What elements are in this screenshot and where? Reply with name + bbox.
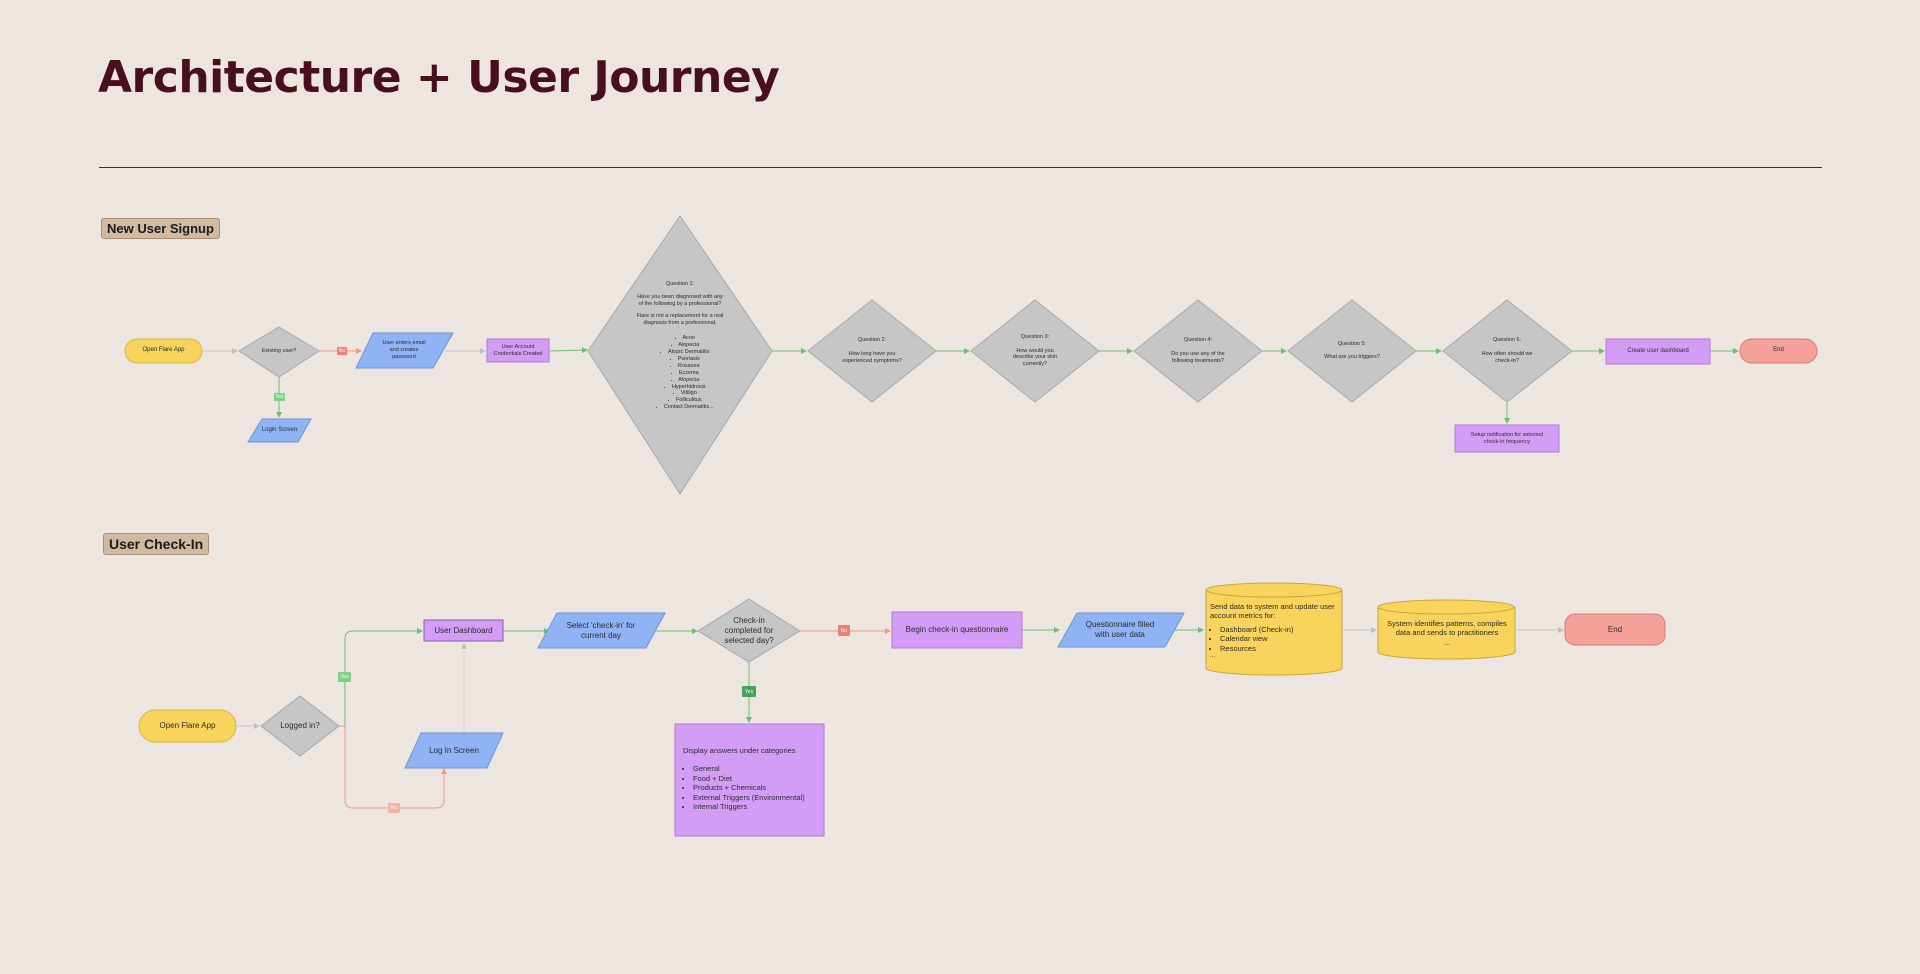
- signup-create-dashboard-process: [1605, 338, 1711, 365]
- display-answers-text: Display answers under categories: [683, 746, 796, 755]
- checkin-tag-yes-2: Yes: [742, 686, 756, 697]
- signup-q2-decision: [807, 299, 937, 403]
- send-data-more: ...: [1210, 652, 1216, 659]
- section-label-user-check-in: User Check-In: [103, 533, 210, 555]
- signup-existing-user-decision: [238, 326, 320, 378]
- checkin-begin-questionnaire-process: [891, 611, 1023, 649]
- checkin-tag-no: No: [388, 803, 400, 813]
- title-divider: [99, 167, 1822, 168]
- signup-login-screen-label[interactable]: Login Screen: [261, 426, 298, 433]
- checkin-select-label[interactable]: Select 'check-in' for current day: [566, 620, 636, 640]
- signup-open-app-label[interactable]: Open Flare App: [142, 347, 185, 354]
- display-answers-item: Food + Diet: [693, 774, 821, 783]
- checkin-logged-in-decision: [260, 695, 340, 757]
- checkin-display-answers-content[interactable]: Display answers under categories General…: [683, 746, 821, 811]
- send-data-item: Calendar view: [1220, 634, 1340, 643]
- signup-account-created-process: [486, 338, 550, 363]
- checkin-end-terminal: [1564, 613, 1666, 646]
- signup-q1-decision: [587, 215, 773, 495]
- checkin-user-dashboard-label[interactable]: User Dashboard: [434, 625, 493, 635]
- signup-q4-label[interactable]: Question 4: Do you use any of the follow…: [1171, 337, 1225, 364]
- q1-option: Contact Dermatitis...: [618, 404, 752, 411]
- checkin-completed-label[interactable]: Check-in completed for selected day?: [724, 616, 774, 645]
- edge-logged-no: [338, 725, 447, 809]
- display-answers-item: External Triggers (Environmental): [693, 793, 821, 802]
- display-answers-item: General: [693, 764, 821, 773]
- edge-account-to-q1: [549, 347, 588, 354]
- signup-end-label[interactable]: End: [1773, 347, 1784, 354]
- signup-end-terminal: [1739, 338, 1818, 364]
- signup-tag-no: No: [337, 347, 347, 355]
- signup-q2-label[interactable]: Question 2: How long have you experience…: [842, 337, 902, 364]
- q1-option: Eczema: [618, 370, 752, 377]
- q1-prompt: Have you been diagnosed with any of the …: [637, 293, 723, 307]
- checkin-select-io: [537, 612, 666, 649]
- checkin-login-screen-label[interactable]: Log In Screen: [429, 745, 479, 755]
- signup-setup-notification-label[interactable]: Setup notification for selected check-in…: [1470, 431, 1544, 445]
- page-title: Architecture + User Journey: [98, 52, 780, 103]
- signup-login-screen-io: [247, 418, 312, 443]
- signup-enter-email-label[interactable]: User enters email and creates password: [382, 340, 426, 360]
- checkin-user-dashboard-process: [423, 619, 504, 642]
- signup-enter-email-io: [355, 332, 454, 369]
- checkin-begin-questionnaire-label[interactable]: Begin check-in questionnaire: [905, 625, 1009, 634]
- send-data-list: Dashboard (Check-in) Calendar view Resou…: [1210, 625, 1340, 653]
- signup-q4-decision: [1133, 299, 1263, 403]
- checkin-completed-decision: [697, 598, 801, 663]
- checkin-send-data-content[interactable]: Send data to system and update user acco…: [1210, 602, 1340, 659]
- send-data-item: Resources: [1220, 644, 1340, 653]
- checkin-open-app-terminal: [138, 709, 237, 743]
- checkin-system-label[interactable]: System identifies patterns, compiles dat…: [1387, 618, 1507, 647]
- q1-title: Question 1:: [665, 281, 695, 287]
- display-answers-item: Products + Chemicals: [693, 783, 821, 792]
- checkin-questionnaire-filled-io: [1057, 612, 1185, 648]
- signup-existing-user-label[interactable]: Existing user?: [261, 347, 297, 354]
- checkin-send-data-database: [1205, 582, 1343, 676]
- signup-q3-label[interactable]: Question 3: How would you describe your …: [1012, 333, 1058, 368]
- q1-option: Alopecia: [618, 377, 752, 384]
- q1-note: Flare is not a replacement for a real di…: [636, 312, 724, 326]
- q1-option: Hyperhidrosis: [618, 384, 752, 391]
- edge-logged-yes: [338, 628, 423, 727]
- signup-q6-label[interactable]: Question 6: How often should we check-in…: [1481, 337, 1533, 364]
- q1-option: Alopecia: [618, 342, 752, 349]
- checkin-system-database: [1377, 599, 1516, 660]
- signup-q5-decision: [1287, 299, 1417, 403]
- signup-q5-label[interactable]: Question 5: What are you triggers?: [1324, 340, 1380, 361]
- checkin-tag-no-2: No: [838, 625, 850, 636]
- display-answers-item: Internal Triggers: [693, 802, 821, 811]
- signup-q3-decision: [970, 299, 1100, 403]
- q1-option: Psoriasis: [618, 356, 752, 363]
- send-data-text: Send data to system and update user acco…: [1210, 602, 1335, 621]
- signup-open-app-terminal: [124, 338, 203, 364]
- q1-option: Rosacea: [618, 363, 752, 370]
- signup-tag-yes: Yes: [274, 393, 285, 401]
- send-data-item: Dashboard (Check-in): [1220, 625, 1340, 634]
- checkin-login-screen-io: [404, 732, 504, 769]
- signup-account-created-label[interactable]: User Account Credentials Created: [493, 343, 543, 357]
- signup-setup-notification-process: [1454, 424, 1560, 453]
- display-answers-list: General Food + Diet Products + Chemicals…: [683, 764, 821, 811]
- checkin-display-answers-process: [674, 723, 825, 837]
- signup-q6-decision: [1442, 299, 1573, 403]
- q1-option: Vitiligo: [618, 390, 752, 397]
- signup-create-dashboard-label[interactable]: Create user dashboard: [1627, 347, 1689, 354]
- signup-q1-content[interactable]: Question 1: Have you been diagnosed with…: [608, 281, 752, 411]
- checkin-logged-in-label[interactable]: Logged in?: [280, 721, 320, 730]
- checkin-questionnaire-filled-label[interactable]: Questionnaire filled with user data: [1085, 620, 1155, 639]
- q1-option: Folliculitus: [618, 397, 752, 404]
- q1-options: Acne Alopecia Atopic Dermatitis Psoriasi…: [608, 335, 752, 411]
- checkin-end-label[interactable]: End: [1607, 624, 1623, 634]
- section-label-new-user-signup: New User Signup: [101, 218, 220, 239]
- q1-option: Acne: [618, 335, 752, 342]
- checkin-tag-yes: Yes: [338, 672, 351, 682]
- checkin-open-app-label[interactable]: Open Flare App: [159, 721, 216, 730]
- q1-option: Atopic Dermatitis: [618, 349, 752, 356]
